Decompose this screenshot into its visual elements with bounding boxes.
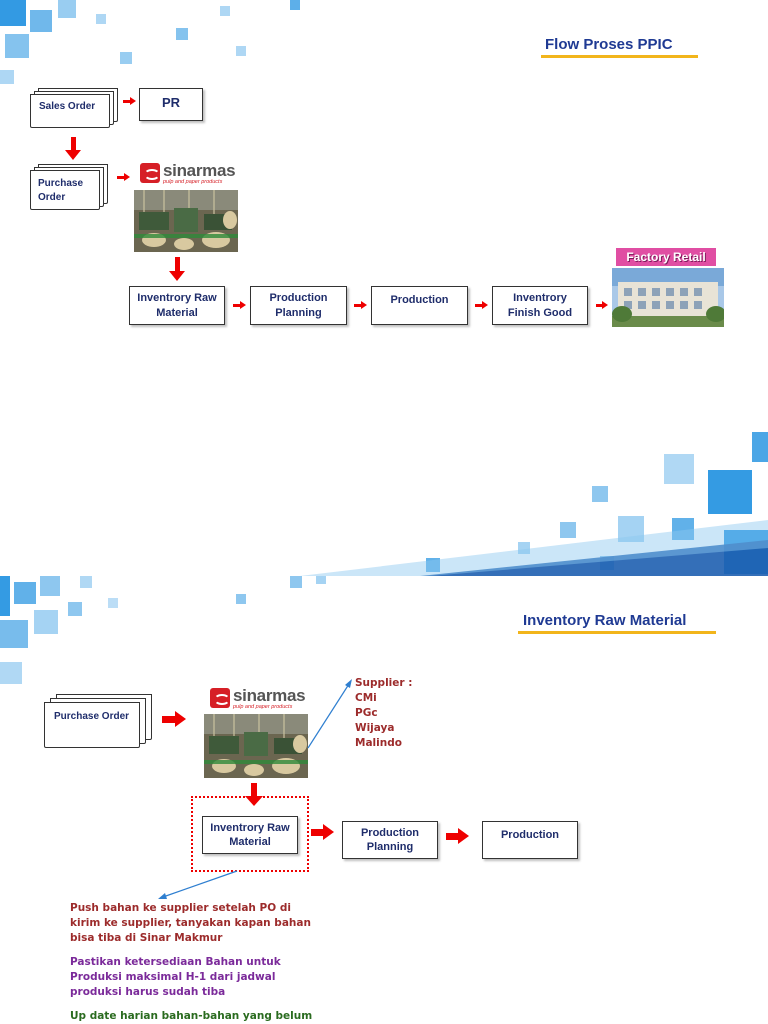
arrow-to-supplier-list (307, 679, 352, 749)
supplier-item: CMi (355, 692, 377, 704)
supplier-heading: Supplier : (355, 677, 413, 689)
step-production-planning: Production Planning (250, 286, 347, 325)
factory-retail-label: Factory Retail (616, 248, 716, 266)
purchase-order-label: Purchase Order (54, 711, 130, 722)
arrow-step-3-to-4 (475, 301, 488, 309)
purchase-order-document: Purchase Order (30, 164, 110, 214)
arrow-sales-order-to-pr (123, 97, 136, 105)
supplier-item: Wijaya (355, 722, 395, 734)
note-daily-update: Up date harian bahan-bahan yang belum (70, 1010, 313, 1022)
arrow-step-1-to-2 (311, 824, 334, 840)
arrow-step-2-to-3 (446, 828, 469, 844)
title-underline (541, 55, 698, 58)
arrow-step-4-to-retail (596, 301, 608, 309)
sinarmas-logo-icon (210, 688, 230, 708)
arrow-down-to-inventory-raw-material (245, 783, 263, 806)
sinarmas-logo: sinarmas pulp and paper products (140, 161, 236, 186)
sales-order-document: Sales Order (30, 88, 120, 132)
slide-title: Inventory Raw Material (523, 612, 687, 629)
sales-order-label: Sales Order (39, 101, 96, 112)
logo-name: sinarmas (233, 686, 306, 705)
step-production-planning: Production Planning (342, 821, 438, 859)
supplier-item: Malindo (355, 737, 402, 749)
document-sheet-front (44, 702, 140, 748)
step-inventory-raw-material: Inventrory Raw Material (202, 816, 298, 854)
document-sheet-front (30, 170, 100, 210)
pr-box: PR (139, 88, 203, 121)
arrow-to-notes (158, 870, 238, 899)
sinarmas-logo: sinarmas pulp and paper products (210, 686, 306, 711)
step-production: Production (371, 286, 468, 325)
arrow-step-2-to-3 (354, 301, 367, 309)
arrow-down-to-inventory-raw-material (169, 257, 185, 281)
slide-inventory-raw-material: Inventory Raw Material Purchase Order si… (0, 576, 768, 1024)
supplier-item: PGc (355, 707, 378, 719)
purchase-order-document: Purchase Order (44, 694, 156, 752)
sinarmas-logo-icon (140, 163, 160, 183)
arrow-down-to-purchase-order (65, 137, 81, 160)
step-production: Production (482, 821, 578, 859)
document-sheet-front (30, 94, 110, 128)
slide-flow-proses-ppic: Flow Proses PPIC Sales Order PR Purchase… (0, 0, 768, 576)
factory-interior-photo (134, 190, 238, 252)
arrow-purchase-order-to-sinarmas (117, 173, 130, 181)
supplier-list: Supplier : CMi PGc Wijaya Malindo (355, 676, 412, 751)
logo-subtitle: pulp and paper products (233, 704, 293, 710)
logo-subtitle: pulp and paper products (163, 179, 223, 185)
step-inventory-finish-good: Inventrory Finish Good (492, 286, 588, 325)
title-underline (518, 631, 716, 634)
factory-retail-building-photo (612, 268, 724, 327)
arrow-step-1-to-2 (233, 301, 246, 309)
step-inventory-raw-material: Inventrory Raw Material (129, 286, 225, 325)
note-material-availability: Pastikan ketersediaan Bahan untuk Produk… (70, 956, 281, 998)
logo-name: sinarmas (163, 161, 236, 180)
purchase-order-label: Purchase Order (38, 178, 84, 203)
note-push-supplier: Push bahan ke supplier setelah PO di kir… (70, 902, 311, 944)
arrow-purchase-order-to-sinarmas (162, 711, 186, 727)
highlight-dashed-frame (191, 796, 309, 872)
factory-interior-photo (204, 714, 308, 778)
slide-title: Flow Proses PPIC (545, 36, 673, 53)
